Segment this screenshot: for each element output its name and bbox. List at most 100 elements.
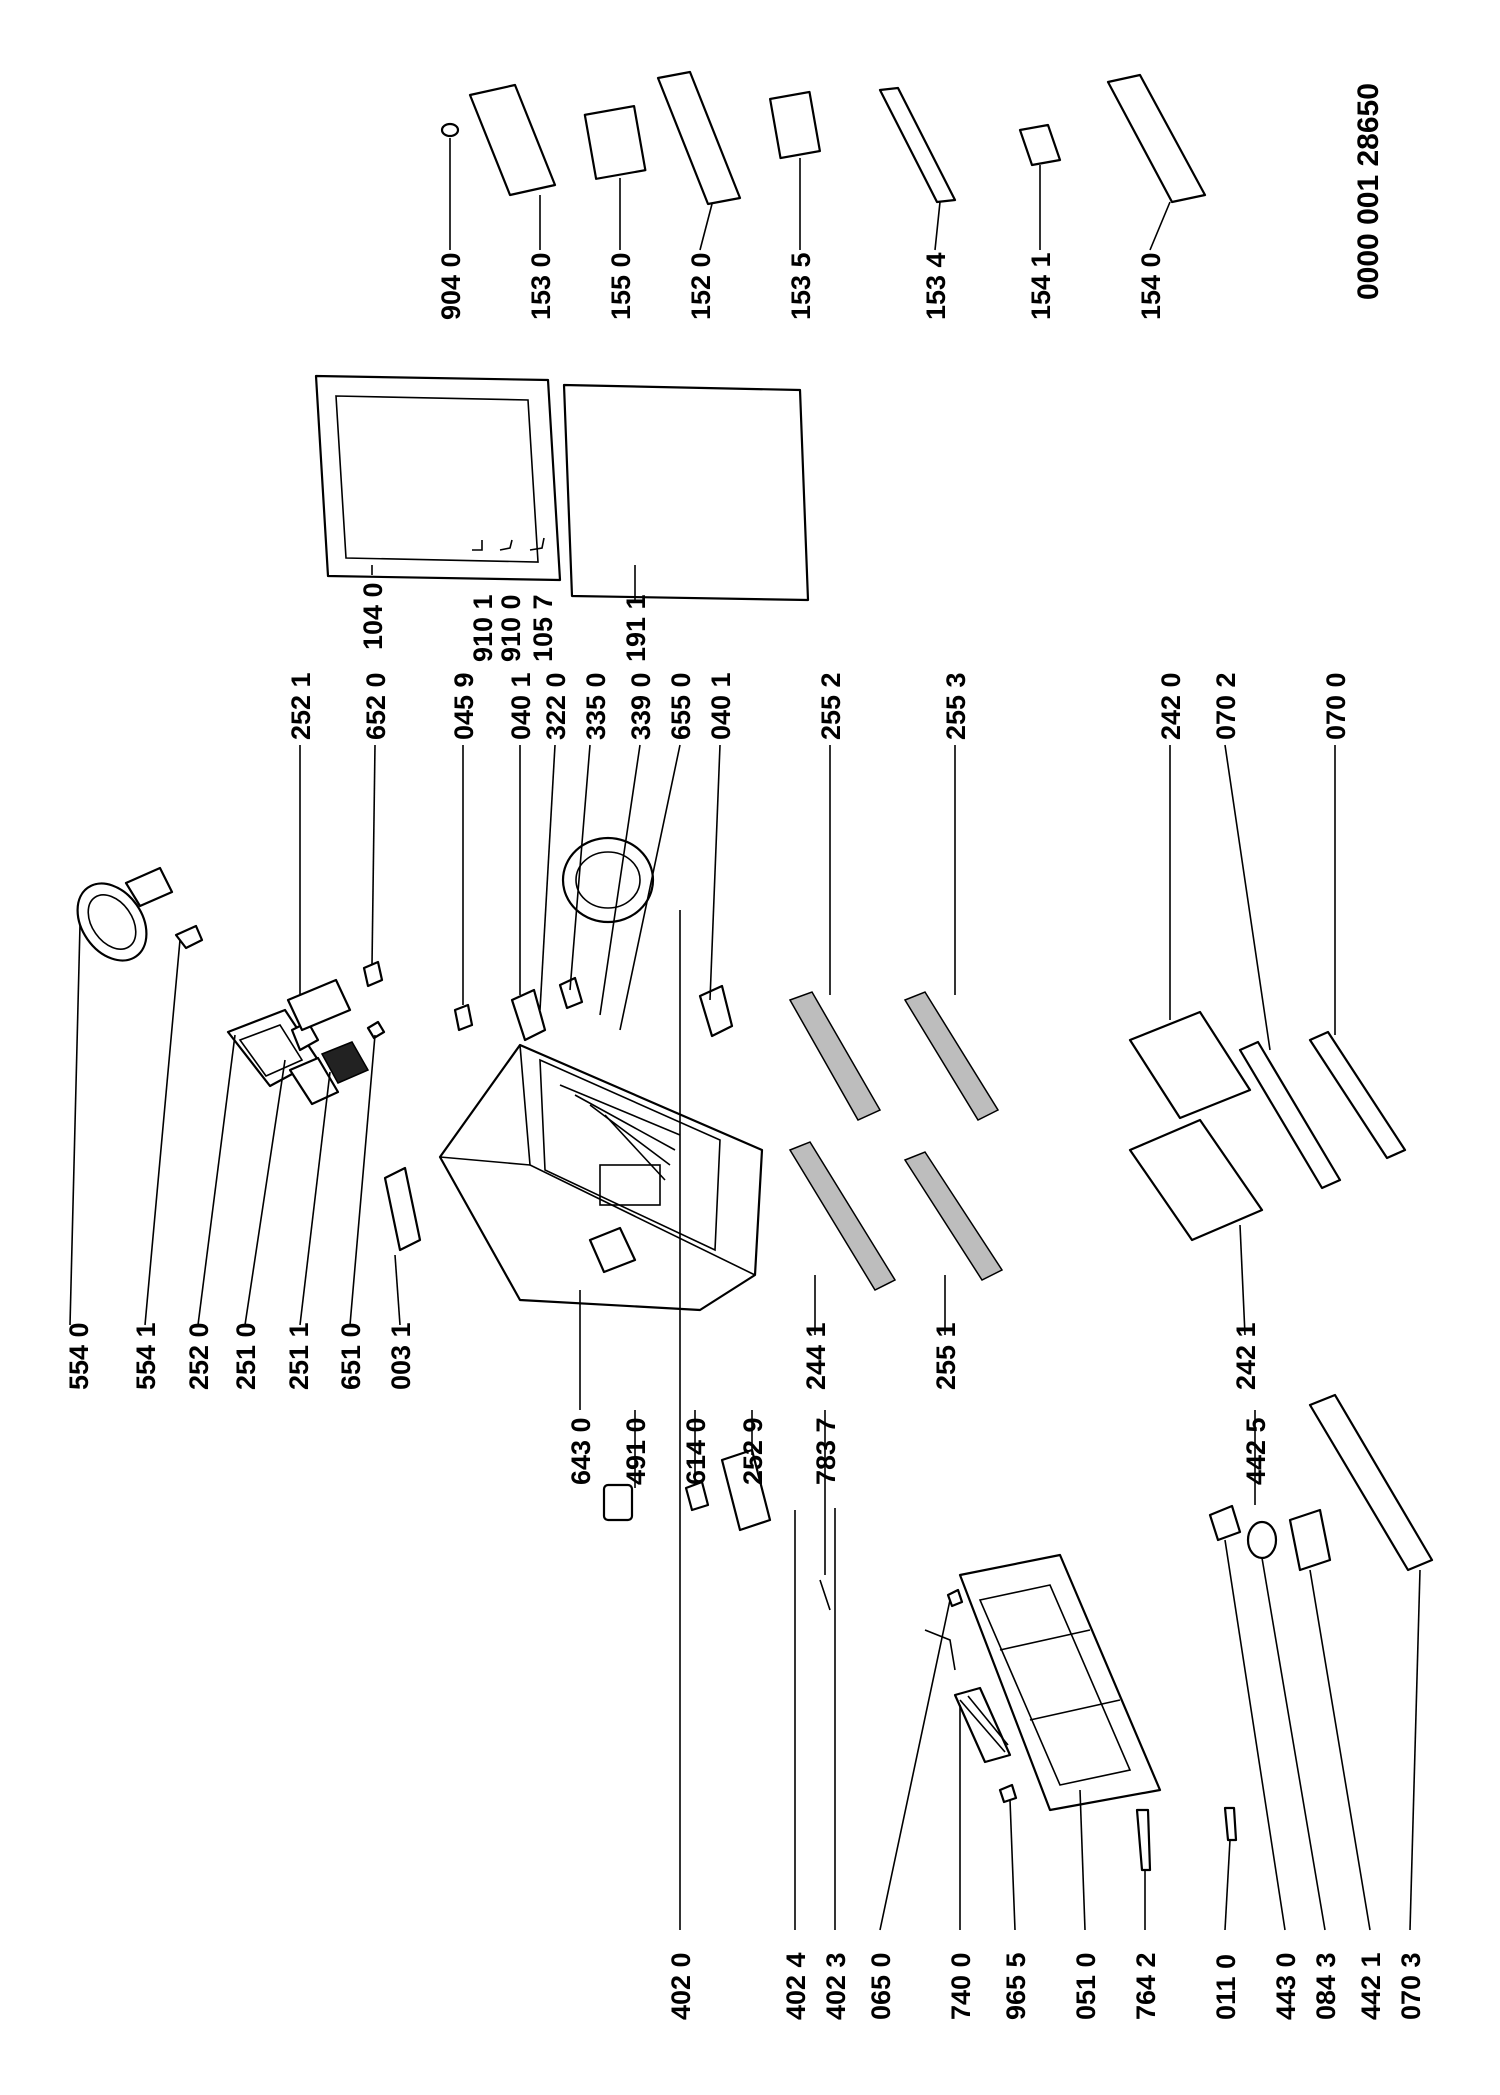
door-screw-part	[472, 540, 483, 551]
label-040-1b: 040 1	[706, 672, 736, 740]
upper-shelf-part	[788, 991, 882, 1121]
door-part	[314, 374, 562, 582]
label-065-0: 065 0	[866, 1952, 896, 2020]
label-242-0: 242 0	[1156, 672, 1186, 740]
drawer-rail-part	[1238, 1040, 1342, 1190]
drawer-rail-lower-part	[1308, 1030, 1407, 1160]
label-070-0: 070 0	[1321, 672, 1351, 740]
mounting-bracket-part	[1288, 1508, 1332, 1572]
lower-hinge-part	[698, 984, 734, 1038]
label-402-4: 402 4	[781, 1952, 811, 2020]
crisper-cover-part	[1128, 1010, 1252, 1120]
thermostat-bracket-part	[286, 978, 352, 1032]
door-button-part	[440, 122, 460, 138]
label-655-0: 655 0	[666, 672, 696, 740]
label-251-1: 251 1	[284, 1322, 314, 1390]
part-labels: 554 0 554 1 252 0 251 0 251 1 651 0 003 …	[64, 83, 1426, 2020]
fan-part	[76, 866, 174, 962]
base-frame-part	[958, 1553, 1162, 1812]
leveling-foot-part	[1135, 1808, 1152, 1872]
label-191-1: 191 1	[621, 594, 651, 662]
glass-shelf-part	[788, 1141, 897, 1291]
label-255-3: 255 3	[941, 672, 971, 740]
label-070-2: 070 2	[1211, 672, 1241, 740]
label-651-0: 651 0	[336, 1322, 366, 1390]
label-443-0: 443 0	[1271, 1952, 1301, 2020]
light-switch-part	[320, 1041, 370, 1084]
label-104-0: 104 0	[358, 582, 388, 650]
door-pin-part	[499, 539, 513, 551]
label-910-0: 910 0	[496, 594, 526, 662]
grommet-part	[946, 1588, 964, 1608]
thermostat-knob-part	[288, 1056, 340, 1106]
label-643-0: 643 0	[566, 1417, 596, 1485]
label-335-0: 335 0	[581, 672, 611, 740]
label-402-3: 402 3	[821, 1952, 851, 2020]
label-252-1: 252 1	[286, 672, 316, 740]
hinge-pin-part	[453, 1003, 474, 1032]
label-244-1: 244 1	[801, 1322, 831, 1390]
label-442-1: 442 1	[1356, 1952, 1386, 2020]
light-bulb-part	[366, 1020, 386, 1040]
label-105-7: 105 7	[528, 594, 558, 662]
compressor-part	[561, 836, 655, 924]
label-070-3: 070 3	[1396, 1952, 1426, 2020]
label-783-7: 783 7	[811, 1417, 841, 1485]
label-255-1: 255 1	[931, 1322, 961, 1390]
cable-part	[819, 1579, 831, 1611]
label-242-1: 242 1	[1231, 1322, 1261, 1390]
label-910-1: 910 1	[468, 594, 498, 662]
cabinet-part	[438, 1043, 764, 1312]
butter-shelf-part	[468, 83, 557, 197]
overload-protector-part	[684, 1480, 710, 1512]
small-bin-part	[768, 90, 822, 160]
label-740-0: 740 0	[946, 1952, 976, 2020]
label-614-0: 614 0	[681, 1417, 711, 1485]
label-011-0: 011 0	[1211, 1954, 1241, 2020]
label-251-0: 251 0	[231, 1322, 261, 1390]
wire-connector-part	[362, 960, 384, 988]
label-153-4: 153 4	[921, 252, 951, 320]
crisper-drawer-part	[1128, 1118, 1264, 1242]
label-153-0: 153 0	[526, 252, 556, 320]
relay-part	[602, 1483, 634, 1522]
door-bin-part	[656, 70, 742, 206]
label-554-1: 554 1	[131, 1322, 161, 1390]
thermostat-part	[1208, 1504, 1242, 1542]
support-foot-part	[1223, 1806, 1238, 1842]
bottle-holder-part	[1018, 123, 1062, 167]
label-764-2: 764 2	[1131, 1952, 1161, 2020]
label-084-3: 084 3	[1311, 1952, 1341, 2020]
leader-lines	[69, 138, 1421, 1931]
bottle-rack-part	[878, 86, 957, 204]
fixing-clip-part	[998, 1783, 1018, 1804]
label-045-9: 045 9	[449, 672, 479, 740]
label-904-0: 904 0	[436, 252, 466, 320]
label-152-0: 152 0	[686, 252, 716, 320]
front-trim-strip-part	[383, 1166, 422, 1252]
label-003-1: 003 1	[386, 1322, 416, 1390]
label-491-0: 491 0	[621, 1417, 651, 1485]
label-155-0: 155 0	[606, 252, 636, 320]
label-051-0: 051 0	[1071, 1952, 1101, 2020]
document-number: 0000 001 28650	[1352, 83, 1385, 300]
condenser-coil-part	[953, 1686, 1012, 1764]
label-252-9: 252 9	[738, 1417, 768, 1485]
bottle-shelf-part	[1106, 73, 1207, 204]
label-153-5: 153 5	[786, 252, 816, 320]
label-255-2: 255 2	[816, 672, 846, 740]
label-442-5: 442 5	[1241, 1417, 1271, 1485]
egg-tray-part	[583, 105, 647, 180]
lower-shelf-part	[903, 991, 1000, 1121]
label-154-1: 154 1	[1026, 252, 1056, 320]
label-652-0: 652 0	[361, 672, 391, 740]
label-402-0: 402 0	[666, 1952, 696, 2020]
start-capacitor-part	[720, 1448, 772, 1532]
drain-tube-part	[924, 1629, 956, 1671]
label-154-0: 154 0	[1136, 252, 1166, 320]
label-322-0: 322 0	[541, 672, 571, 740]
clip-part	[174, 924, 204, 950]
label-339-0: 339 0	[626, 672, 656, 740]
wire-shelf-part	[903, 1151, 1004, 1281]
